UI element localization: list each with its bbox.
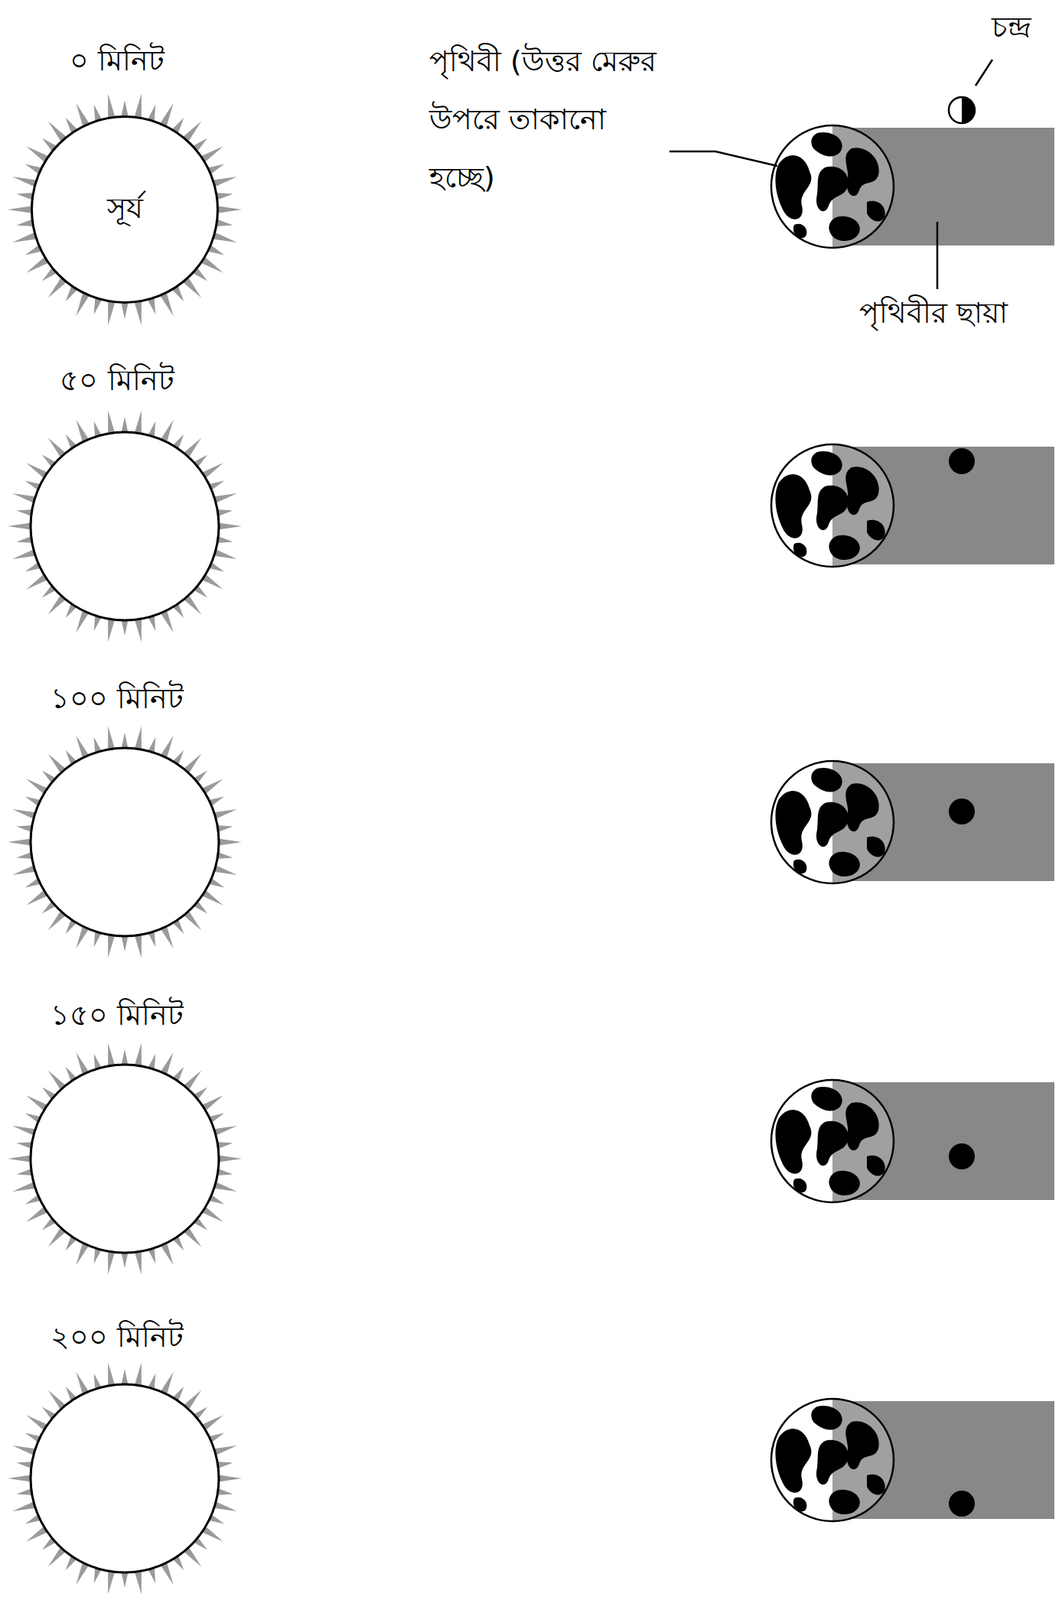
sun-label: সূর্য: [107, 185, 144, 235]
time-label: ৫০ মিনিট: [59, 363, 174, 399]
time-label: ১৫০ মিনিট: [50, 998, 184, 1034]
moon-symbol: [948, 1491, 975, 1518]
moon-symbol: [948, 1143, 975, 1170]
sun-disc: [30, 748, 219, 937]
sun-ray: [7, 1475, 33, 1483]
sun-disc: সূর্য: [30, 115, 219, 304]
sun-ray: [7, 522, 33, 531]
sun-symbol: [7, 726, 242, 959]
time-label: ১০০ মিনিট: [50, 681, 184, 717]
sun-ray: [107, 933, 115, 958]
sun-ray: [107, 1570, 115, 1595]
time-label: ০ মিনিট: [69, 43, 165, 79]
sun-ray: [217, 838, 242, 847]
sun-disc: [30, 432, 219, 621]
sun-ray: [134, 933, 142, 958]
earth-symbol: [771, 444, 894, 567]
sun-ray: [107, 617, 115, 642]
sun-ray: [107, 1043, 115, 1069]
moon-symbol: [948, 448, 975, 475]
sun-ray: [215, 192, 234, 200]
moon-label: চন্দ্র: [991, 9, 1032, 46]
earth-symbol: [771, 125, 894, 248]
sun-ray: [134, 1250, 142, 1275]
sun-ray: [120, 100, 129, 118]
sun-disc: [30, 1065, 219, 1254]
sun-symbol: [7, 1043, 242, 1276]
sun-ray: [217, 205, 242, 214]
earth-symbol: [771, 1080, 894, 1203]
sun-ray: [134, 1363, 142, 1388]
moon-symbol: [948, 798, 975, 825]
sun-symbol: [7, 94, 242, 326]
earth-symbol: [771, 761, 894, 884]
sun-ray: [7, 205, 33, 214]
sun-ray: [217, 522, 242, 531]
leader-line: [975, 59, 993, 86]
sun-ray: [107, 94, 115, 119]
sun-ray: [215, 219, 234, 227]
sun-symbol: [7, 1363, 242, 1596]
earth-symbol: [771, 1399, 894, 1522]
time-label: ২০০ মিনিট: [50, 1320, 184, 1356]
leader-line: [936, 221, 939, 290]
sun-ray: [107, 300, 115, 326]
earth-label: পৃথিবী (উত্তর মেরুর উপরে তাকানো হচ্ছে): [429, 32, 659, 207]
sun-ray: [212, 176, 238, 188]
shadow-label: পৃথিবীর ছায়া: [859, 296, 1008, 332]
leader-line: [669, 151, 778, 167]
sun-ray: [134, 1570, 142, 1595]
sun-ray: [134, 410, 142, 436]
sun-ray: [7, 838, 33, 847]
sun-ray: [134, 617, 142, 642]
sun-ray: [107, 1363, 115, 1388]
sun-ray: [7, 1155, 33, 1163]
sun-ray: [212, 232, 238, 244]
sun-ray: [134, 726, 142, 752]
sun-ray: [107, 1250, 115, 1275]
sun-disc: [30, 1384, 219, 1574]
sun-ray: [107, 726, 115, 752]
sun-ray: [217, 1155, 242, 1163]
moon-symbol: [948, 97, 975, 124]
sun-ray: [120, 302, 129, 320]
sun-ray: [107, 410, 115, 436]
sun-ray: [134, 94, 142, 119]
sun-ray: [134, 1043, 142, 1069]
sun-symbol: [7, 410, 242, 643]
sun-ray: [217, 1475, 242, 1483]
sun-ray: [134, 300, 142, 326]
